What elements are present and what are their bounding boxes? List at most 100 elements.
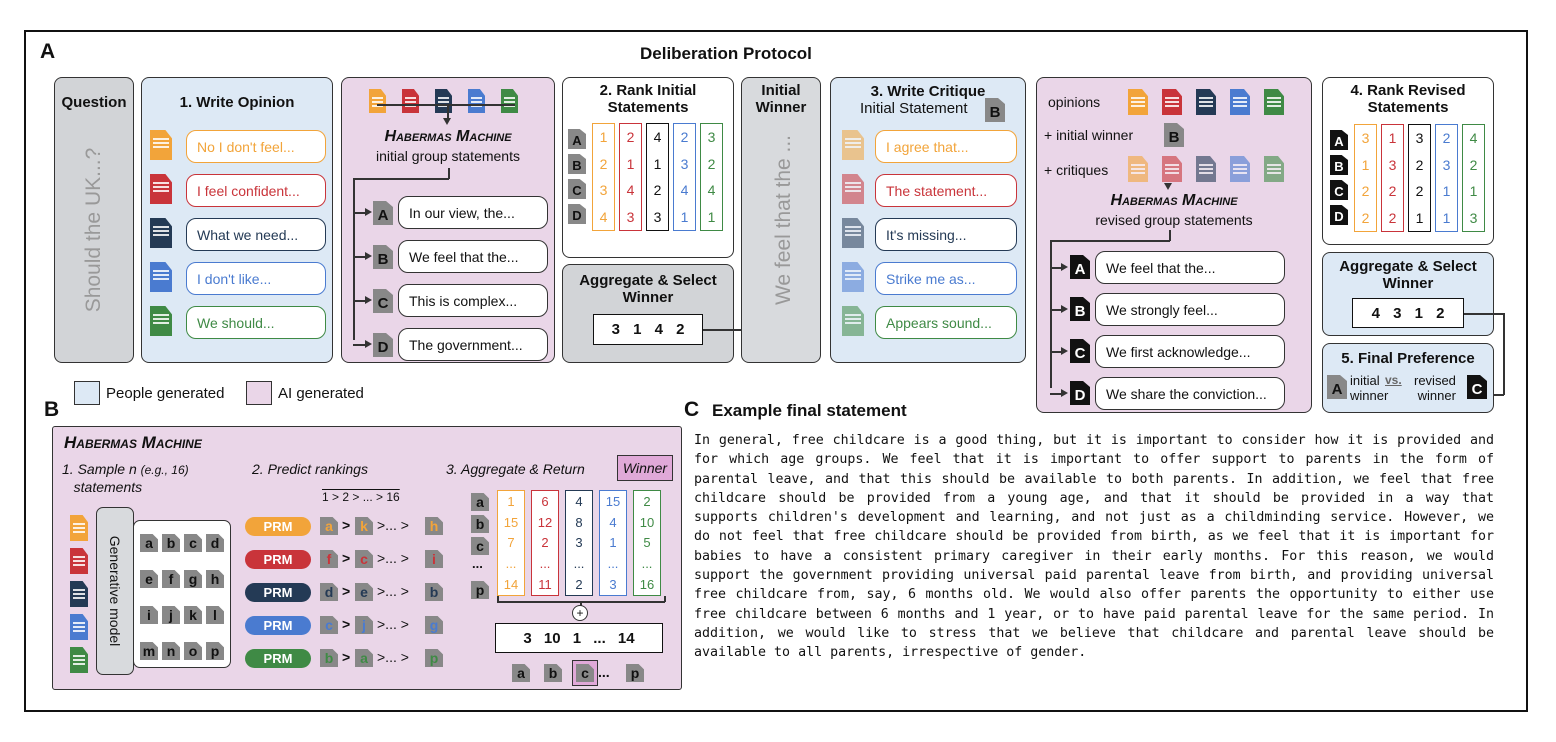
hm2-critiques: + critiques [1044,162,1109,178]
b-rank-value: 7 [507,535,515,551]
hm2-doc-icon [1264,89,1284,115]
prm-item: b [425,583,443,601]
sample-cell: m [140,642,158,660]
final-preference-panel [1322,343,1494,413]
hm2-winner-label: B [1164,123,1184,147]
opinion-doc-icon [150,130,172,160]
hm1-statement: In our view, the... [398,196,548,229]
sample-cell: f [162,570,180,588]
step1-n: n [128,461,137,477]
critique-sub: Initial Statement [860,100,968,117]
step1-c: statements [73,479,143,495]
sample-cell: a [140,534,158,552]
rank-label: D [568,204,586,224]
sample-doc-icon [70,647,88,673]
rank-value: 3 [626,208,635,225]
hm2-arrow [1061,389,1068,397]
initial-winner-title: Initial Winner [755,82,807,116]
hm2-branch [1050,267,1062,269]
hm2-label: B [1070,297,1090,321]
b-rank-value: 6 [541,493,549,509]
prm-gt: > [342,517,351,533]
opinion-bubble: I feel confident... [186,174,326,207]
b-rank-value: 10 [639,514,655,530]
rank-value: 1 [599,129,608,146]
rank-value: 3 [599,182,608,199]
legend-people-label: People generated [106,385,225,402]
hm1-label: C [373,289,393,313]
sample-cell: o [184,642,202,660]
b-final-dots: ... [598,664,610,680]
sample-cell: n [162,642,180,660]
prm-gt-dots: >... > [377,616,409,632]
generative-model-box [96,507,134,675]
hm2-statement: We share the conviction... [1095,377,1285,410]
prm-gt: > [342,649,351,665]
question-panel [54,77,134,363]
panel-a-letter: A [40,40,56,63]
b-rank-value: 2 [575,577,583,593]
rank-value: 2 [1415,183,1424,200]
rank-value: 2 [1442,130,1451,147]
hm1-name: Habermas Machine [384,128,512,145]
write-opinion-title: 1. Write Opinion [179,94,295,111]
rank-value: 1 [1469,183,1478,200]
b-aggregate-result: 3 10 1 ... 14 [495,623,663,653]
prm-item: j [355,616,373,634]
sample-doc-icon [70,515,88,541]
critique-doc-icon [842,218,864,248]
rank-value: 1 [1442,209,1451,226]
rank-label: C [1330,180,1348,200]
step1-label: 1. Sample n (e.g., 16) statements [62,461,242,496]
b-rank-value: 12 [537,514,553,530]
prm-gt: > [342,583,351,599]
rank-value: 1 [707,208,716,225]
b-rank-value: ... [573,556,585,572]
aggregate-initial-result: 3 1 4 2 [593,314,703,345]
sample-cell: c [184,534,202,552]
critique-doc-icon [842,130,864,160]
b-final-item: b [544,664,562,682]
critique-bubble: The statement... [875,174,1017,207]
prm-badge: PRM [245,550,311,569]
rank-value: 3 [1415,130,1424,147]
b-rank-value: 14 [503,577,519,593]
b-rank-value: 8 [575,514,583,530]
prm-item: f [320,550,338,568]
step2-label: 2. Predict rankings [252,461,368,477]
hm1-branch [353,300,367,302]
sample-cell: h [206,570,224,588]
prm-badge: PRM [245,583,311,602]
rank-value: 3 [1469,209,1478,226]
hm1-arrow [365,252,372,260]
panel-c-letter: C [684,398,700,421]
opinion-doc-icon [150,262,172,292]
rank-value: 2 [1415,156,1424,173]
rank-value: 3 [1442,156,1451,173]
hm1-label: A [373,201,393,225]
hm2-critique-icon [1230,156,1250,182]
hm2-doc-icon [1230,89,1250,115]
rank-label: A [1330,130,1348,150]
hm1-statement: This is complex... [398,284,548,317]
b-rank-value: 2 [643,493,651,509]
prm-item: a [355,649,373,667]
question-text: Should the UK...? [82,147,105,313]
hm1-label: B [373,245,393,269]
hm1-doc-icon [435,89,452,113]
hm1-doc-icon [468,89,485,113]
hm1-statement: The government... [398,328,548,361]
b-rank-value: ... [539,556,551,572]
sample-doc-icon [70,614,88,640]
prm-gt-dots: >... > [377,649,409,665]
b-rank-value: 15 [503,514,519,530]
panel-a-title: Deliberation Protocol [640,44,812,63]
